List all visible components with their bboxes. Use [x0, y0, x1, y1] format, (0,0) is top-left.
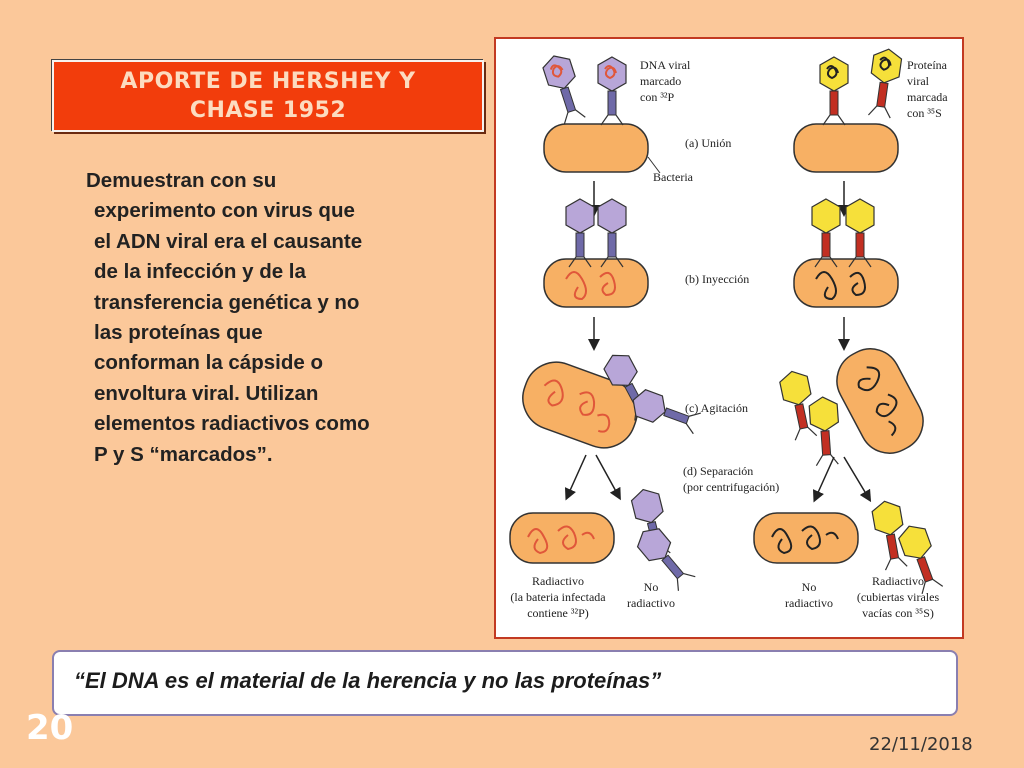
step-b-label: (b) Inyección [685, 272, 749, 286]
bacterium [522, 361, 638, 449]
bacterium [793, 123, 899, 173]
body-line: de la infección y de la [94, 260, 306, 284]
result-left-label: (la bateria infectada [510, 590, 606, 604]
result-right-no-label: radiactivo [785, 596, 833, 610]
phage-icon [597, 198, 627, 268]
hershey-chase-figure: DNA viral marcado con ³²P Proteína viral… [494, 37, 964, 639]
phage-icon [539, 50, 590, 126]
quote-box: “El DNA es el material de la herencia y … [52, 650, 958, 716]
slide-date: 22/11/2018 [869, 734, 973, 755]
label-dna-viral: marcado [640, 74, 681, 88]
result-right-no-label: No [802, 580, 817, 594]
phage-icon [631, 522, 699, 594]
label-dna-viral: con ³²P [640, 90, 675, 104]
result-left-no-label: No [644, 580, 659, 594]
bacterium [543, 258, 649, 308]
body-line: el ADN viral era el causante [94, 229, 363, 253]
phage-icon [819, 56, 849, 126]
label-leader [647, 156, 661, 174]
label-proteina-viral: con ³⁵S [907, 106, 942, 120]
body-line: P y S “marcados”. [94, 442, 273, 466]
arrow-icon [843, 456, 872, 503]
quote-text: “El DNA es el material de la herencia y … [74, 668, 662, 693]
label-dna-viral: DNA viral [640, 58, 691, 72]
body-line: conforman la cápside o [94, 351, 323, 375]
body-line: envoltura viral. Utilizan [94, 381, 319, 405]
title-box: APORTE DE HERSHEY Y CHASE 1952 [52, 60, 484, 132]
label-proteina-viral: Proteína [907, 58, 948, 72]
bacterium [543, 123, 649, 173]
phage-icon [565, 198, 595, 268]
body-line: Demuestran con su [86, 169, 277, 192]
label-proteina-viral: viral [907, 74, 930, 88]
result-left-label: Radiactivo [532, 574, 584, 588]
step-c-label: (c) Agitación [685, 401, 748, 415]
dna-squiggle [815, 271, 866, 301]
result-left-label: contiene ³²P) [527, 606, 589, 620]
title-line-2: CHASE 1952 [189, 98, 347, 123]
bacterium [753, 512, 859, 564]
bacterium [836, 348, 924, 454]
bacterium [793, 258, 899, 308]
body-line: elementos radiactivos como [94, 412, 370, 436]
result-right-label: vacías con ³⁵S) [862, 606, 934, 620]
phage-icon [864, 46, 904, 120]
phage-icon [597, 56, 627, 126]
bacterium [509, 512, 615, 564]
label-bacteria: Bacteria [653, 170, 694, 184]
result-right-label: (cubiertas virales [857, 590, 940, 604]
phage-icon [811, 198, 841, 268]
phage-icon [845, 198, 875, 268]
dna-squiggle [771, 525, 839, 555]
result-left-no-label: radiactivo [627, 596, 675, 610]
arrow-icon [564, 454, 587, 501]
slide-number: 20 [26, 708, 74, 748]
result-right-label: Radiactivo [872, 574, 924, 588]
label-proteina-viral: marcada [907, 90, 948, 104]
body-text: Demuestran con su experimento con virus … [78, 166, 448, 470]
arrow-icon [595, 454, 621, 501]
phage-icon [808, 395, 842, 467]
step-a-label: (a) Unión [685, 136, 731, 150]
step-d-label: (por centrifugación) [683, 480, 779, 494]
title-line-1: APORTE DE HERSHEY Y [120, 69, 416, 94]
body-line: transferencia genética y no [94, 290, 360, 314]
body-line: experimento con virus que [94, 199, 355, 223]
figure-illustration: DNA viral marcado con ³²P Proteína viral… [509, 46, 948, 620]
arrow-icon [812, 456, 835, 503]
dna-squiggle [565, 271, 616, 301]
dna-squiggle [527, 525, 595, 555]
step-d-label: (d) Separación [683, 464, 753, 478]
body-line: las proteínas que [94, 321, 263, 345]
